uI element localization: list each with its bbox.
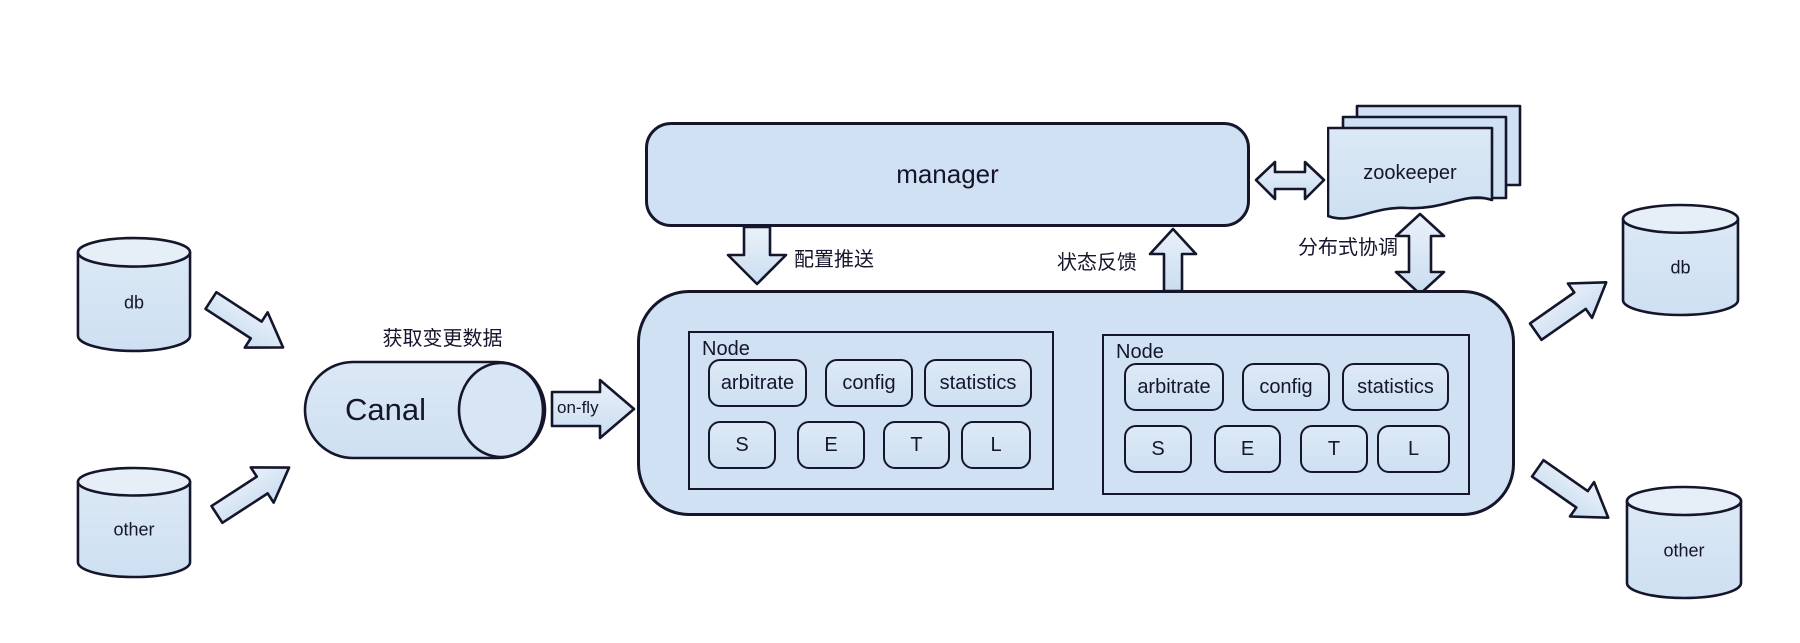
node1-module-arbitrate: arbitrate — [708, 359, 807, 407]
target-db-cylinder: db — [1620, 203, 1741, 317]
source-other-cylinder: other — [75, 466, 193, 579]
source-db-cylinder: db — [75, 236, 193, 353]
node-to-db-arrow-icon — [1521, 262, 1621, 351]
target-db-label: db — [1670, 257, 1691, 278]
canal-cylinder: Canal — [303, 360, 547, 460]
capture-label: 获取变更数据 — [382, 328, 503, 350]
onfly-label: on-fly — [557, 398, 599, 417]
cylinder-shape — [1625, 485, 1743, 600]
node2-module-statistics: statistics — [1342, 363, 1449, 411]
cylinder-shape — [76, 466, 192, 579]
node-box-1: Node arbitrate config statistics S E T L — [688, 331, 1054, 490]
manager-box: manager — [645, 122, 1250, 227]
status-feedback-label: 状态反馈 — [1057, 252, 1137, 274]
manager-label: manager — [896, 159, 999, 189]
node1-stage-s: S — [708, 421, 776, 469]
status-feedback-up-arrow-icon — [1148, 227, 1198, 293]
node-box-2: Node arbitrate config statistics S E T L — [1102, 334, 1470, 495]
distributed-coordination-label: 分布式协调 — [1298, 237, 1398, 259]
horizontal-cylinder-shape — [303, 360, 547, 460]
canal-label: Canal — [345, 392, 426, 427]
config-push-down-arrow-icon — [726, 225, 788, 286]
target-other-label: other — [1663, 540, 1705, 561]
node1-stage-l: L — [961, 421, 1031, 469]
cylinder-shape — [1621, 203, 1740, 317]
stacked-documents-shape — [1327, 104, 1522, 220]
target-other-cylinder: other — [1624, 485, 1744, 600]
other-to-canal-arrow-icon — [203, 447, 304, 535]
node2-stage-e: E — [1214, 425, 1281, 473]
node-to-other-arrow-icon — [1523, 448, 1623, 537]
node2-stage-t: T — [1300, 425, 1368, 473]
zookeeper-node-double-arrow-icon — [1394, 212, 1446, 296]
source-db-label: db — [123, 292, 145, 313]
node-title: Node — [1116, 341, 1164, 363]
config-push-label: 配置推送 — [794, 249, 874, 271]
node2-module-arbitrate: arbitrate — [1124, 363, 1224, 411]
node1-module-config: config — [825, 359, 913, 407]
node2-module-config: config — [1242, 363, 1330, 411]
db-to-canal-arrow-icon — [197, 280, 298, 368]
node1-stage-e: E — [797, 421, 865, 469]
node1-module-statistics: statistics — [924, 359, 1032, 407]
node2-stage-s: S — [1124, 425, 1192, 473]
manager-zookeeper-double-arrow-icon — [1254, 158, 1326, 203]
zookeeper-label: zookeeper — [1363, 162, 1457, 184]
onfly-arrow-icon: on-fly — [550, 377, 636, 441]
node2-stage-l: L — [1377, 425, 1450, 473]
node-title: Node — [702, 338, 750, 360]
zookeeper-pages: zookeeper — [1327, 104, 1523, 226]
node1-stage-t: T — [883, 421, 950, 469]
source-other-label: other — [113, 519, 155, 540]
cylinder-shape — [76, 236, 192, 353]
